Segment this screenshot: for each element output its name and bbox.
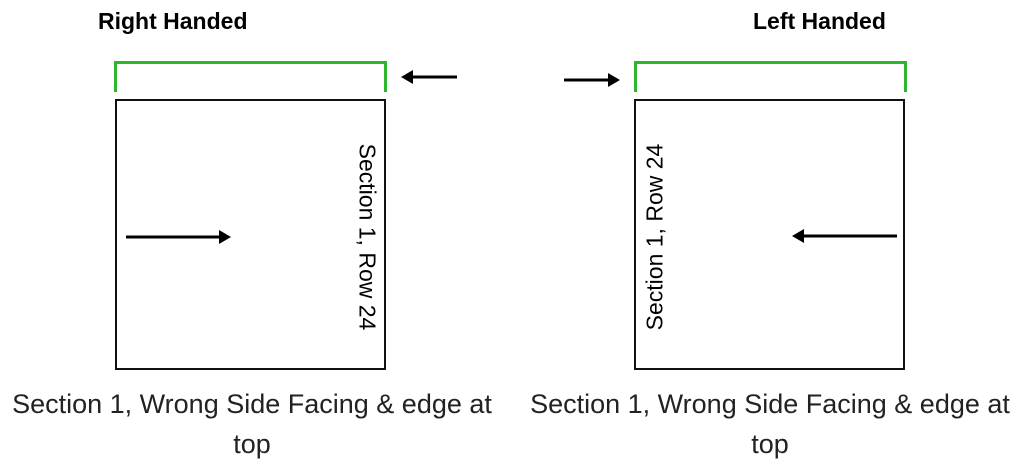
right-handed-title: Right Handed <box>98 8 248 34</box>
right-edge-bracket <box>114 61 387 92</box>
left-handed-title: Left Handed <box>753 8 886 34</box>
left-inner-arrow-left-icon <box>792 229 897 243</box>
left-edge-bracket <box>634 61 907 92</box>
right-inner-arrow-right-icon <box>126 230 231 244</box>
left-top-arrow-right-icon <box>564 73 620 87</box>
right-handed-square <box>115 99 386 370</box>
right-top-arrow-left-icon <box>401 70 457 84</box>
left-caption: Section 1, Wrong Side Facing & edge at t… <box>530 389 1010 459</box>
right-caption: Section 1, Wrong Side Facing & edge at t… <box>12 389 492 459</box>
